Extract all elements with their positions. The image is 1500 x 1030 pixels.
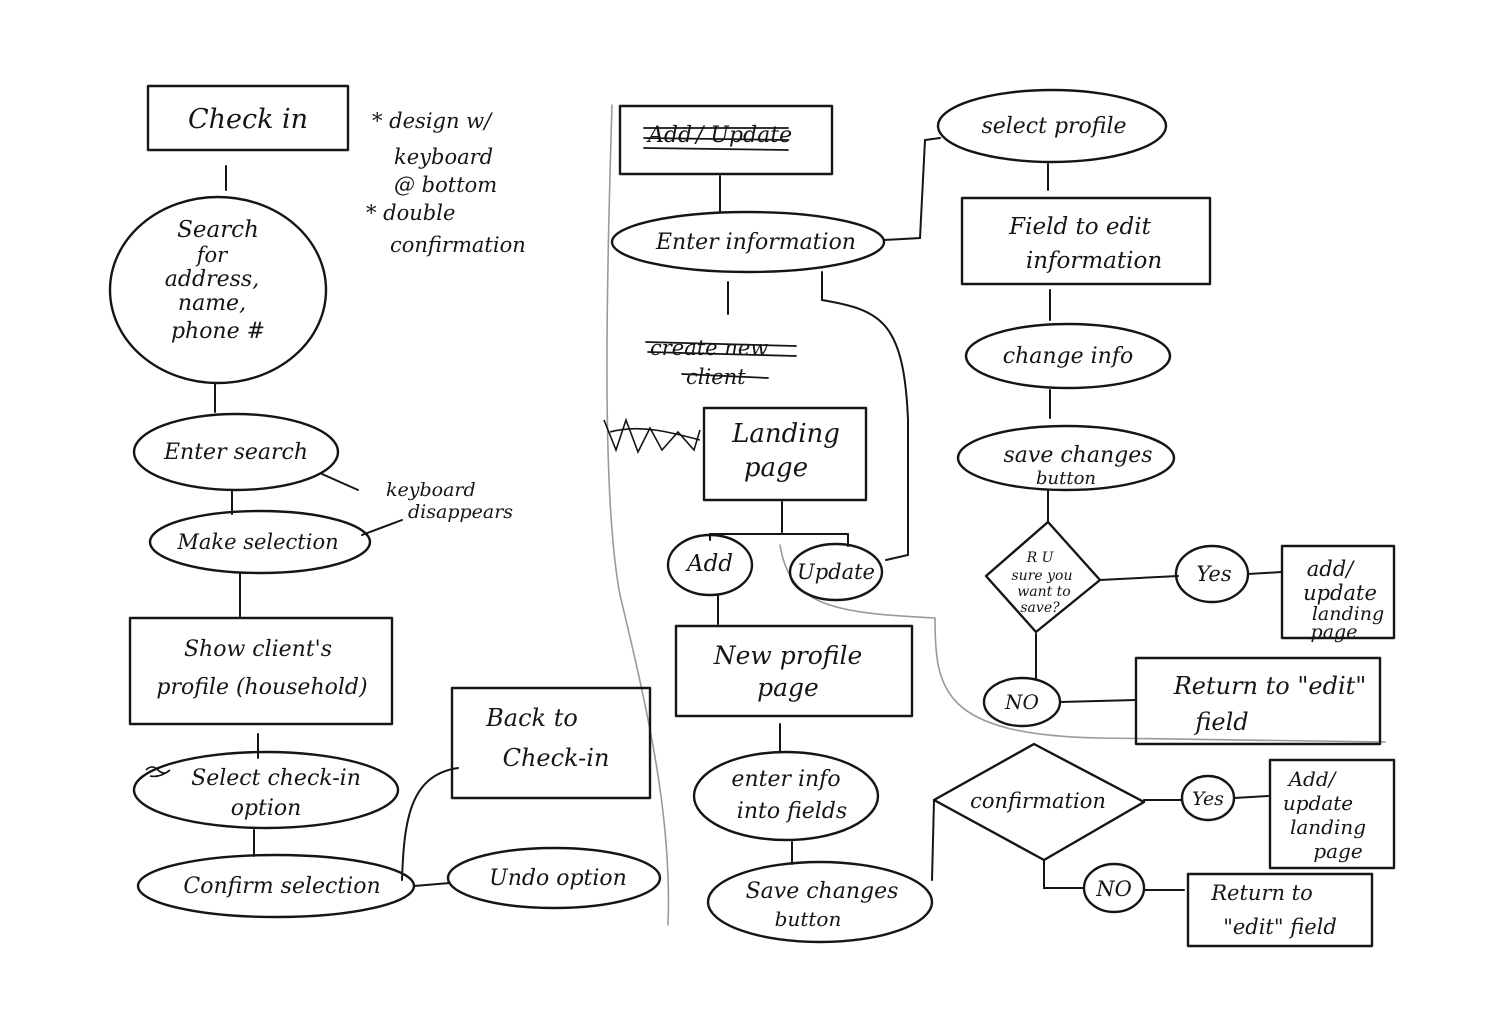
svg-text:button: button [1036, 468, 1096, 489]
svg-text:landing: landing [1312, 603, 1384, 625]
change-info-ellipse [964, 322, 1172, 390]
svg-text:page: page [744, 453, 808, 483]
svg-text:NO: NO [1095, 877, 1132, 901]
svg-text:New profile: New profile [713, 641, 863, 670]
update-ellipse [788, 542, 884, 602]
search-ellipse [108, 195, 328, 385]
return-edit-box-right [1134, 656, 1382, 746]
svg-text:update: update [1303, 581, 1377, 605]
note-keyboard-disappears: keyboard [386, 479, 476, 501]
svg-text:select profile: select profile [981, 114, 1126, 139]
svg-text:Landing: Landing [731, 419, 840, 449]
show-profile-box [128, 616, 394, 726]
svg-text:into fields: into fields [737, 799, 847, 824]
select-option-ellipse [132, 750, 400, 830]
svg-text:button: button [775, 907, 842, 931]
checkin-title-box [146, 84, 350, 152]
svg-text:Make selection: Make selection [176, 530, 338, 554]
confirmation-no-ellipse [1082, 862, 1146, 914]
new-profile-box [674, 624, 914, 718]
svg-text:Check-in: Check-in [503, 744, 610, 772]
svg-text:page: page [757, 673, 819, 702]
svg-text:Add: Add [685, 551, 733, 577]
svg-text:for: for [195, 243, 229, 267]
confirmation-diamond [932, 742, 1146, 862]
svg-text:add/: add/ [1307, 557, 1355, 581]
svg-text:change info: change info [1003, 344, 1133, 369]
svg-text:R U: R U [1026, 550, 1055, 566]
update-flow: select profile Field to edit information… [936, 88, 1396, 746]
add-update-landing-right-box [1280, 544, 1396, 640]
undo-option-ellipse [446, 846, 662, 910]
svg-text:Return to "edit": Return to "edit" [1173, 672, 1367, 700]
svg-text:NO: NO [1004, 690, 1039, 714]
back-to-checkin-box [450, 686, 652, 800]
return-edit-box-bottom [1186, 872, 1374, 948]
svg-text:"edit" field: "edit" field [1223, 915, 1337, 939]
title-struck-add: Add [646, 123, 692, 148]
svg-text:page: page [1313, 839, 1362, 863]
svg-text:disappears: disappears [408, 501, 513, 523]
field-to-edit-box [960, 196, 1212, 286]
svg-text:name,: name, [178, 291, 246, 316]
svg-text:enter info: enter info [731, 767, 840, 792]
svg-text:phone #: phone # [171, 319, 265, 344]
svg-text:save changes: save changes [1003, 443, 1152, 468]
svg-text:Search: Search [177, 217, 259, 243]
svg-text:page: page [1311, 621, 1358, 643]
save-changes-ellipse [706, 860, 934, 944]
svg-text:Enter information: Enter information [655, 230, 856, 255]
svg-text:want to: want to [1017, 584, 1070, 600]
svg-text:Add/: Add/ [1287, 767, 1338, 791]
title-update: / Update [694, 123, 792, 148]
landing-page-box [702, 406, 868, 502]
svg-text:save?: save? [1020, 600, 1060, 616]
svg-text:information: information [1026, 248, 1162, 274]
column-divider-left [606, 104, 670, 926]
enter-info-fields-ellipse [692, 750, 880, 842]
svg-text:Yes: Yes [1196, 562, 1231, 586]
checkin-title: Check in [188, 104, 308, 135]
svg-text:landing: landing [1290, 815, 1366, 839]
note-design-keyboard: * design w/ [372, 109, 493, 133]
save-changes-right-ellipse [956, 424, 1176, 492]
add-update-flow: Add / Update Enter information create ne… [603, 104, 1396, 948]
make-selection-ellipse [148, 509, 372, 575]
svg-text:option: option [231, 796, 302, 821]
svg-text:field: field [1193, 708, 1248, 736]
add-ellipse [666, 533, 754, 597]
svg-text:confirmation: confirmation [970, 789, 1106, 813]
note-double-confirmation: * double [366, 201, 455, 225]
svg-text:Confirm selection: Confirm selection [183, 874, 380, 899]
svg-text:Back to: Back to [485, 704, 578, 732]
svg-text:@ bottom: @ bottom [394, 173, 497, 197]
svg-text:Undo option: Undo option [489, 866, 627, 891]
svg-text:Enter search: Enter search [163, 440, 308, 465]
enter-search-ellipse [132, 412, 340, 492]
notes: * design w/ keyboard @ bottom * double c… [366, 109, 526, 523]
svg-text:Select check-in: Select check-in [191, 766, 361, 791]
svg-text:Return to: Return to [1210, 881, 1313, 905]
svg-text:confirmation: confirmation [390, 233, 526, 257]
svg-text:keyboard: keyboard [394, 145, 493, 169]
svg-text:Yes: Yes [1192, 788, 1224, 810]
svg-text:update: update [1283, 791, 1353, 815]
checkin-flow: Check in Search for address, name, phone… [108, 84, 662, 919]
svg-text:Show client's: Show client's [184, 637, 332, 662]
add-update-title-box [618, 104, 834, 176]
select-profile-ellipse [936, 88, 1168, 164]
svg-text:Update: Update [797, 560, 875, 584]
svg-text:profile (household): profile (household) [156, 675, 367, 700]
create-new-struck: create new [650, 336, 768, 360]
svg-text:address,: address, [165, 267, 259, 292]
svg-text:Save changes: Save changes [746, 879, 899, 904]
add-update-landing-box [1268, 758, 1396, 870]
enter-information-ellipse [610, 210, 886, 274]
confirm-question-diamond [984, 520, 1102, 634]
svg-text:Field to edit: Field to edit [1008, 214, 1151, 240]
svg-text:sure you: sure you [1012, 568, 1073, 584]
